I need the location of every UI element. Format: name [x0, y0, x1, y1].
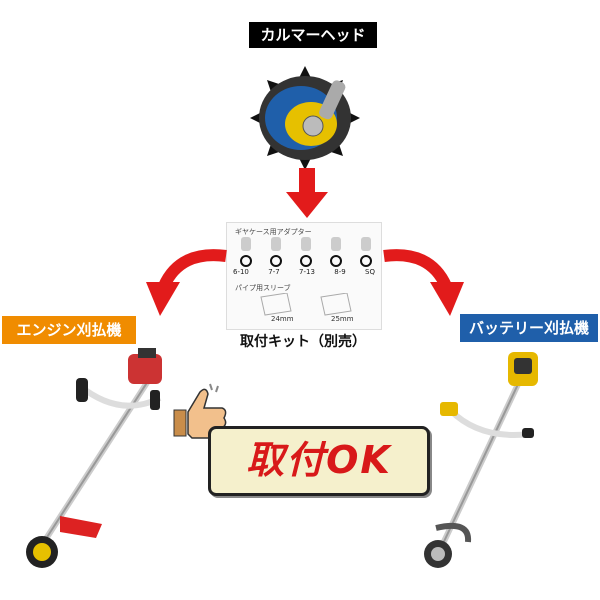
size-label: 7-13 — [299, 268, 315, 276]
size-label: SQ — [365, 268, 375, 276]
adapter-piece — [241, 237, 251, 251]
adapter-piece — [301, 237, 311, 251]
kit-sizes: 6-10 7-7 7-13 8-9 SQ — [233, 268, 375, 276]
size-label: 7-7 — [268, 268, 280, 276]
title-karumar-head: カルマーヘッド — [249, 22, 377, 48]
arrow-right-icon — [383, 249, 464, 316]
arrow-down-icon — [286, 168, 328, 218]
size-label: 6-10 — [233, 268, 249, 276]
adapter-ring — [330, 255, 342, 267]
thumbs-up-icon — [173, 383, 227, 439]
adapter-ring — [360, 255, 372, 267]
sleeve-shapes — [260, 293, 352, 316]
arrow-left-icon — [146, 249, 227, 316]
adapter-ring — [300, 255, 312, 267]
label-battery-trimmer: バッテリー刈払機 — [460, 314, 598, 342]
ok-text: 取付OK — [246, 438, 392, 482]
adapter-piece — [361, 237, 371, 251]
adapter-piece — [331, 237, 341, 251]
adapter-ring — [270, 255, 282, 267]
size-label: 8-9 — [334, 268, 346, 276]
battery-trimmer-image — [424, 352, 538, 568]
karumar-head-image — [250, 66, 360, 168]
blade-teeth — [250, 66, 360, 168]
kit-adapter-label: ギヤケース用アダプター — [235, 228, 312, 236]
sleeve-24: 24mm — [271, 315, 294, 323]
adapter-piece — [271, 237, 281, 251]
label-engine-trimmer: エンジン刈払機 — [2, 316, 136, 344]
mounting-kit-image: ギヤケース用アダプター 6-10 7-7 7-13 8-9 SQ パイプ用スリー… — [226, 222, 382, 330]
ok-badge: 取付OK — [208, 426, 430, 496]
adapter-ring — [240, 255, 252, 267]
engine-trimmer-image — [26, 348, 162, 568]
kit-sleeve-label: パイプ用スリーブ — [235, 284, 291, 292]
sleeve-25: 25mm — [331, 315, 354, 323]
kit-caption: 取付キット（別売） — [240, 334, 366, 350]
